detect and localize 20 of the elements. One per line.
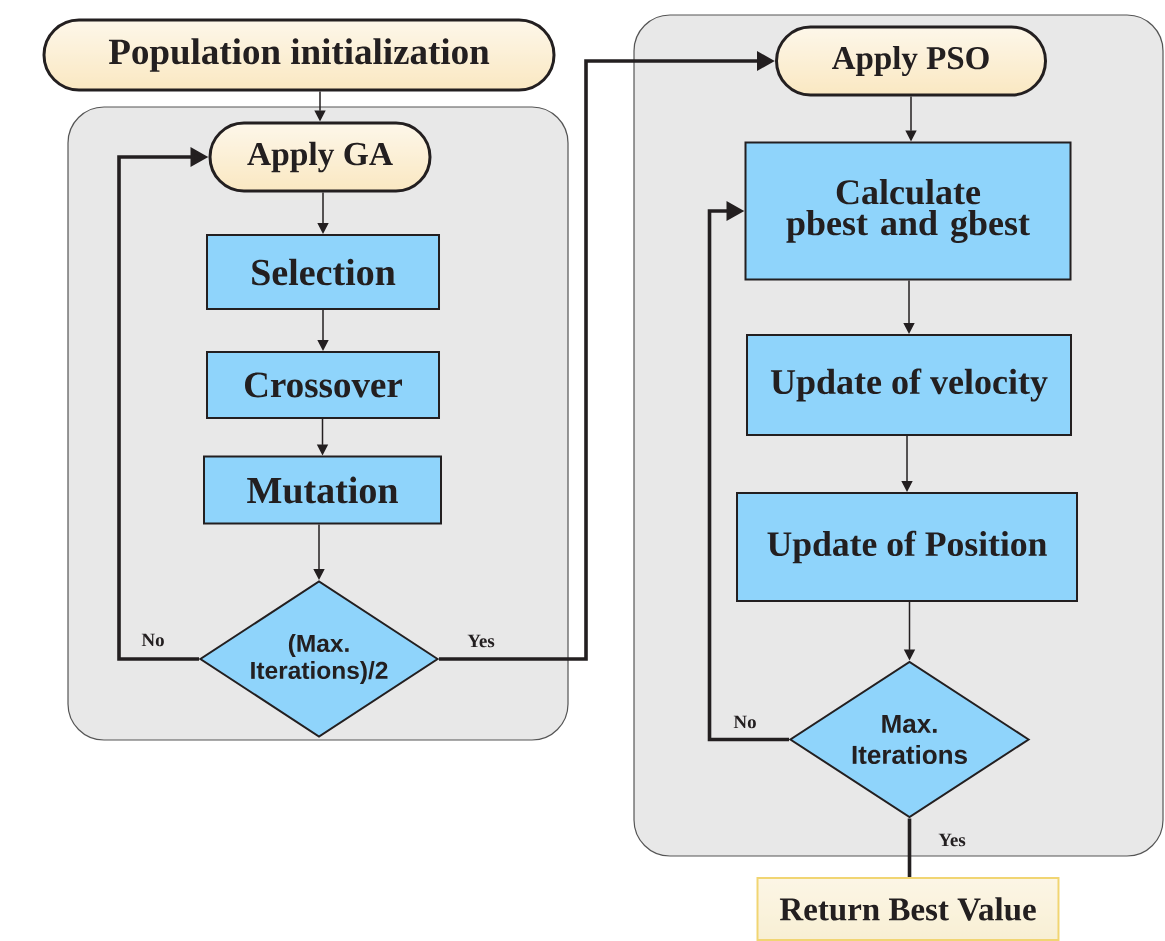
edge-label: No [141, 633, 164, 647]
arrow [903, 279, 915, 334]
edge-label: Yes [938, 833, 966, 847]
process-box: Update of velocity [746, 334, 1072, 436]
terminal-pill: Apply GA [208, 121, 432, 193]
process-box: Update of Position [736, 492, 1078, 602]
arrow [313, 523, 325, 580]
arrow [317, 191, 329, 234]
edge-label: No [733, 715, 756, 729]
terminal-pill: Apply PSO [775, 25, 1047, 97]
output-box: Return Best Value [756, 877, 1060, 941]
process-box: Selection [206, 234, 440, 310]
arrow [901, 435, 913, 492]
terminal-pill: Population initialization [42, 18, 556, 92]
edge-label: Yes [467, 634, 495, 648]
arrow [707, 200, 789, 742]
process-box: Crossover [206, 351, 440, 419]
process-box: Calculate pbest and gbest [744, 141, 1072, 281]
arrow [317, 309, 329, 351]
process-box: Mutation [203, 455, 442, 525]
